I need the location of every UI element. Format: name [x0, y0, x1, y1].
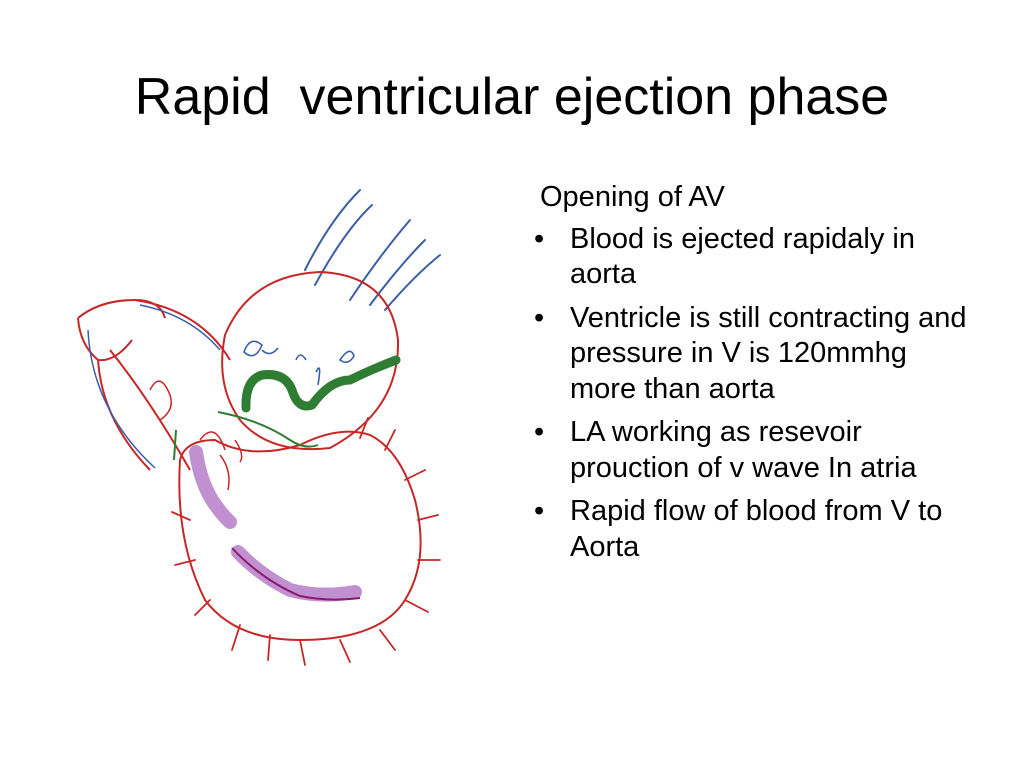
green-thin-line — [217, 411, 319, 448]
bullet-icon: • — [534, 495, 545, 527]
blue-scribbles — [243, 340, 355, 386]
green-tick — [173, 429, 177, 461]
blue-pressure-lines — [304, 189, 441, 311]
inner-red-scribbles — [149, 380, 243, 491]
aorta-blue-outline — [87, 304, 221, 469]
bullet-icon: • — [534, 301, 545, 334]
list-item: • LA working as resevoir prouction of v … — [528, 415, 968, 486]
slide-body: Opening of AV • Blood is ejected rapidal… — [528, 180, 968, 573]
bullet-text: Ventricle is still contracting and press… — [570, 301, 967, 405]
purple-highlight-left — [189, 445, 237, 529]
bullet-list: • Blood is ejected rapidaly in aorta • V… — [528, 222, 968, 566]
list-item: • Ventricle is still contracting and pre… — [528, 301, 968, 408]
ventricle-tick-marks — [171, 417, 441, 666]
magenta-line — [231, 547, 361, 601]
heart-sketch — [77, 189, 441, 666]
green-flow-line — [241, 355, 401, 413]
intro-text: Opening of AV — [540, 181, 725, 213]
slide-title: Rapid ventricular ejection phase — [134, 68, 890, 126]
list-item: • Blood is ejected rapidaly in aorta — [528, 222, 968, 293]
bullet-icon: • — [534, 222, 545, 255]
bullet-text: Blood is ejected rapidaly in aorta — [570, 222, 915, 291]
atrium-outline — [221, 270, 400, 451]
ventricle-outline — [178, 430, 422, 642]
bullet-icon: • — [534, 416, 545, 448]
bullet-text: Rapid flow of blood from V to Aorta — [570, 495, 943, 563]
purple-highlight-bottom — [231, 545, 362, 602]
list-item: • Rapid flow of blood from V to Aorta — [528, 494, 968, 565]
aorta-outline — [77, 298, 231, 471]
bullet-text: LA working as resevoir prouction of v wa… — [570, 416, 917, 484]
